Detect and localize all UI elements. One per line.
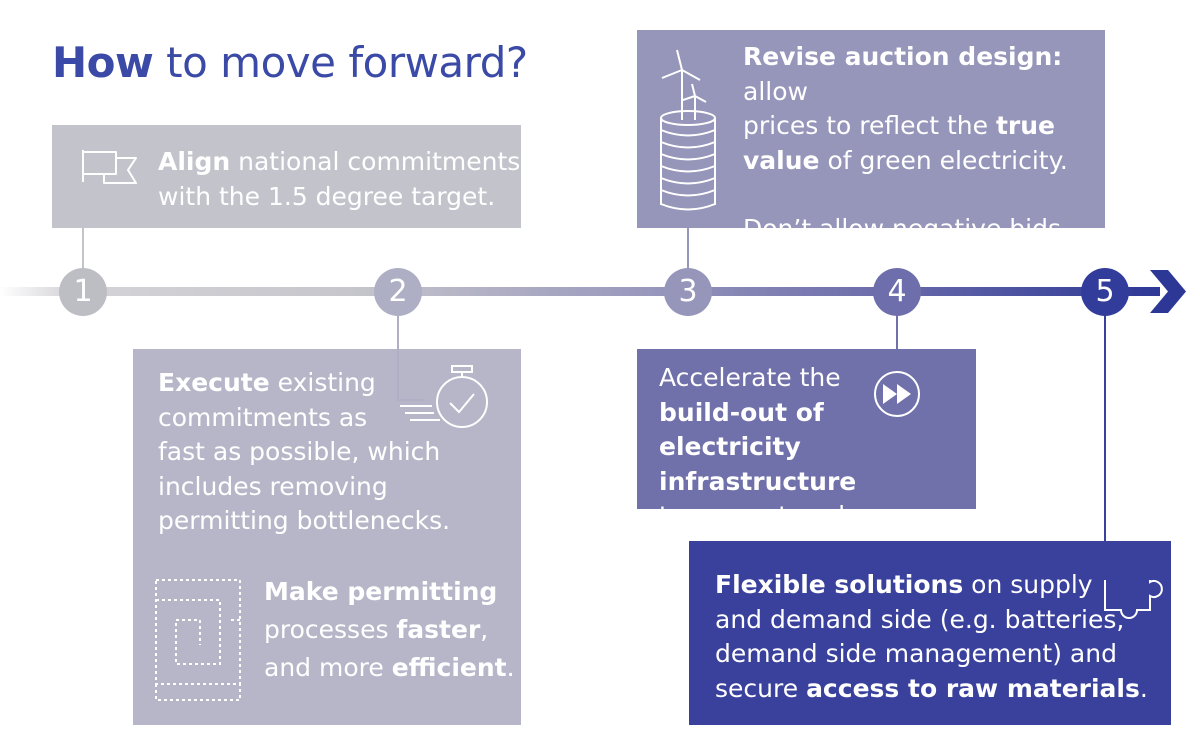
title-bold: How <box>52 38 154 87</box>
step-node-4: 4 <box>873 268 921 316</box>
step-2-line-1: existing <box>269 368 376 397</box>
step-2-sub-line-2b: faster <box>396 615 481 644</box>
step-5-line-4c: . <box>1139 673 1148 703</box>
step-1-keyword: Align <box>158 147 231 176</box>
step-2-keyword: Execute <box>158 368 270 397</box>
coin-stack-turbine-icon <box>660 49 716 211</box>
stopwatch-icon <box>400 365 488 428</box>
step-5-box: Flexible solutions on supply and demand … <box>689 541 1171 725</box>
step-2-line-5: permitting bottlenecks. <box>158 506 451 535</box>
step-node-5: 5 <box>1081 268 1129 316</box>
title-rest: to move forward? <box>153 38 528 87</box>
step-5-line-1: on supply <box>963 570 1093 599</box>
step-2-sub-line-2c: , <box>480 615 489 644</box>
step-2-line-4: includes removing <box>158 471 388 501</box>
step-2-line-2: commitments as <box>158 402 368 432</box>
step-4-line-1: Accelerate the <box>659 363 841 392</box>
step-node-2: 2 <box>374 268 422 316</box>
flag-icon <box>82 150 137 184</box>
step-2-text: Execute existing commitments as fast as … <box>158 366 450 539</box>
step-1-box: Align national commitments with the 1.5 … <box>52 125 521 228</box>
step-1-line-1: national commitments <box>230 147 521 176</box>
step-5-keyword: Flexible solutions <box>715 570 964 599</box>
step-node-3: 3 <box>664 268 712 316</box>
step-5-line-4b: access to raw materials <box>806 673 1140 703</box>
step-4-line-2: build-out of <box>659 397 824 427</box>
step-2-sub-line-3b: efficient <box>391 653 507 682</box>
step-5-line-2: and demand side (e.g. batteries, <box>715 604 1125 634</box>
page-title: How to move forward? <box>52 38 528 87</box>
step-2-sub-line-2a: processes <box>264 615 397 644</box>
step-3-line-4: Don’t allow negative bids. <box>743 214 1069 243</box>
step-4-line-3: electricity infrastructure <box>659 432 857 496</box>
step-3-text: Revise auction design: allow prices to r… <box>743 40 1105 247</box>
step-5-text: Flexible solutions on supply and demand … <box>715 568 1148 706</box>
step-4-box: Accelerate the build-out of electricity … <box>637 349 976 530</box>
step-2-sub-line-3a: and more <box>264 653 392 682</box>
step-2-box: Execute existing commitments as fast as … <box>133 349 521 725</box>
step-4-text: Accelerate the build-out of electricity … <box>659 361 976 534</box>
step-4-line-4: to support scale. <box>659 501 869 530</box>
step-3-line-2b: true <box>995 111 1055 140</box>
step-3-line-3a: of green electricity. <box>819 145 1068 175</box>
step-2-subtext: Make permitting processes faster, and mo… <box>264 573 515 687</box>
step-3-keyword: Revise auction design: <box>743 42 1063 71</box>
step-3-line-2a: prices to reflect the <box>743 111 996 140</box>
maze-icon <box>155 579 241 701</box>
step-5-line-3: demand side management) and <box>715 639 1117 668</box>
step-3-line-3b: value <box>743 145 820 175</box>
step-3-line-1: allow <box>743 76 808 106</box>
step-5-line-4a: secure <box>715 673 807 703</box>
step-1-text: Align national commitments with the 1.5 … <box>158 145 520 214</box>
connector-2 <box>397 315 425 401</box>
step-2-sub-line-3c: . <box>506 653 515 682</box>
puzzle-icon <box>1104 580 1163 619</box>
timeline-arrow-icon <box>1150 270 1186 313</box>
step-1-line-2: with the 1.5 degree target. <box>158 181 496 211</box>
step-2-sub-line-1: Make permitting <box>264 577 498 606</box>
fast-forward-icon <box>874 371 920 417</box>
timeline-bar <box>0 287 1160 296</box>
step-2-line-3: fast as possible, which <box>158 437 441 466</box>
step-node-1: 1 <box>59 268 107 316</box>
